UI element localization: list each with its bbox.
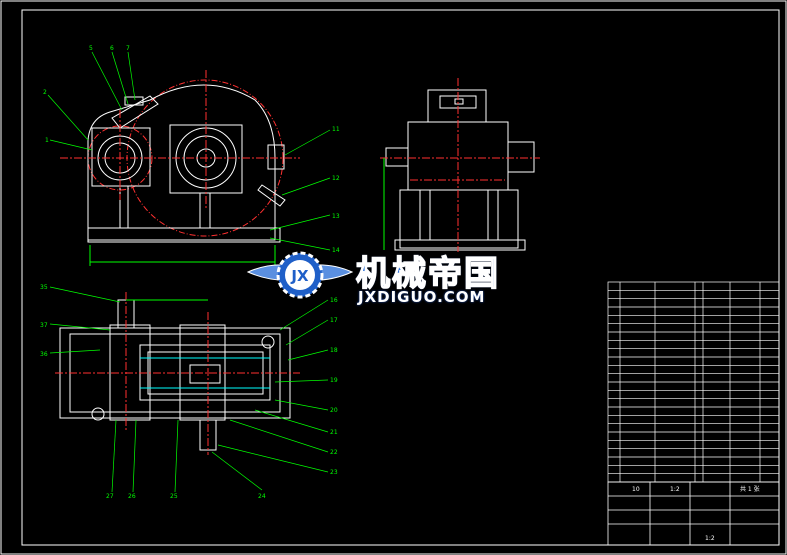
inner-frame [21, 9, 780, 546]
top-label: 17 [330, 317, 338, 324]
top-label: 36 [40, 351, 48, 358]
top-label: 23 [330, 469, 338, 476]
title-cell: 10 [632, 486, 640, 493]
watermark-logo: JX [246, 251, 354, 299]
top-view-leaders [49, 286, 329, 493]
side-view [380, 78, 540, 252]
front-label: 1 [45, 137, 49, 144]
top-view-label-group: 35 37 36 16 17 18 19 20 21 22 23 24 25 2… [40, 284, 338, 500]
front-label: 5 [89, 45, 93, 52]
top-label: 19 [330, 377, 338, 384]
top-label: 21 [330, 429, 338, 436]
parts-list [607, 281, 780, 483]
top-label: 22 [330, 449, 338, 456]
top-view [55, 292, 300, 455]
front-label: 6 [110, 45, 114, 52]
front-label: 13 [332, 213, 340, 220]
top-label: 20 [330, 407, 338, 414]
scale-text: 1:2 [705, 535, 715, 542]
top-label: 37 [40, 322, 48, 329]
front-view-label-group: 5 6 7 1 2 11 12 13 14 [43, 45, 340, 254]
top-label: 24 [258, 493, 266, 500]
top-label: 18 [330, 347, 338, 354]
front-label: 7 [126, 45, 130, 52]
front-label: 11 [332, 126, 340, 133]
top-label: 35 [40, 284, 48, 291]
top-label: 25 [170, 493, 178, 500]
watermark-english: JXDIGUO.COM [358, 288, 486, 306]
top-label: 26 [128, 493, 136, 500]
front-view [60, 70, 300, 266]
front-view-leaders [47, 51, 331, 251]
front-label: 14 [332, 247, 340, 254]
logo-letters: JX [290, 267, 309, 285]
front-label: 12 [332, 175, 340, 182]
title-cell: 共 1 张 [740, 485, 760, 493]
watermark-chinese: 机械帝国 [355, 253, 500, 295]
top-label: 27 [106, 493, 114, 500]
top-label: 16 [330, 297, 338, 304]
front-label: 2 [43, 89, 47, 96]
title-cell: 1:2 [670, 486, 680, 493]
title-block [607, 481, 780, 546]
